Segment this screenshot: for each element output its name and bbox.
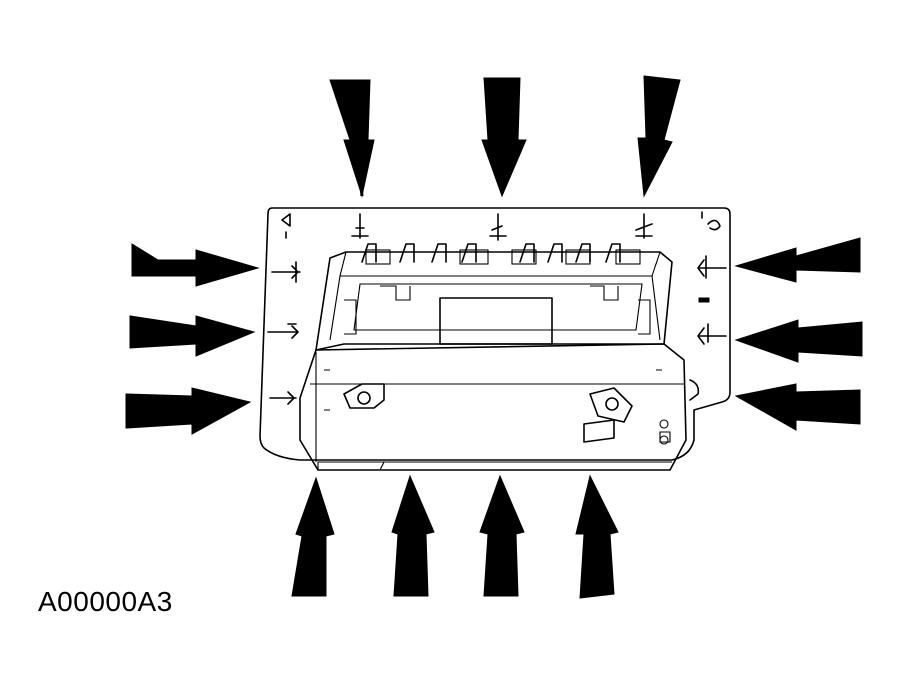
- arrow-left-2: [129, 315, 256, 357]
- arrow-top-1: [329, 79, 375, 198]
- chassis-access-opening: [439, 297, 553, 345]
- arrow-right-2: [734, 319, 863, 363]
- retaining-clips: [267, 213, 727, 405]
- rear-tab-comb: [361, 243, 641, 265]
- arrows-bottom: [291, 474, 619, 599]
- arrow-bottom-4: [575, 474, 619, 599]
- chassis-front: [299, 343, 687, 471]
- arrow-left-3: [125, 387, 252, 435]
- chassis-top: [315, 251, 673, 351]
- arrow-right-1: [734, 237, 861, 283]
- arrows-top: [329, 75, 681, 198]
- arrow-top-2: [481, 77, 527, 198]
- arrow-top-3: [637, 75, 681, 198]
- arrow-bottom-3: [479, 474, 525, 597]
- mounting-brackets: [343, 379, 700, 443]
- bezel-plate: [259, 207, 731, 461]
- arrows-right: [734, 237, 863, 431]
- arrow-left-1: [131, 243, 260, 287]
- arrow-bottom-2: [391, 474, 435, 597]
- arrow-right-3: [734, 383, 861, 431]
- figure-id: A00000A3: [38, 586, 173, 617]
- bezel-marks: [281, 211, 721, 303]
- arrows-left: [125, 243, 260, 435]
- arrow-bottom-1: [291, 476, 335, 597]
